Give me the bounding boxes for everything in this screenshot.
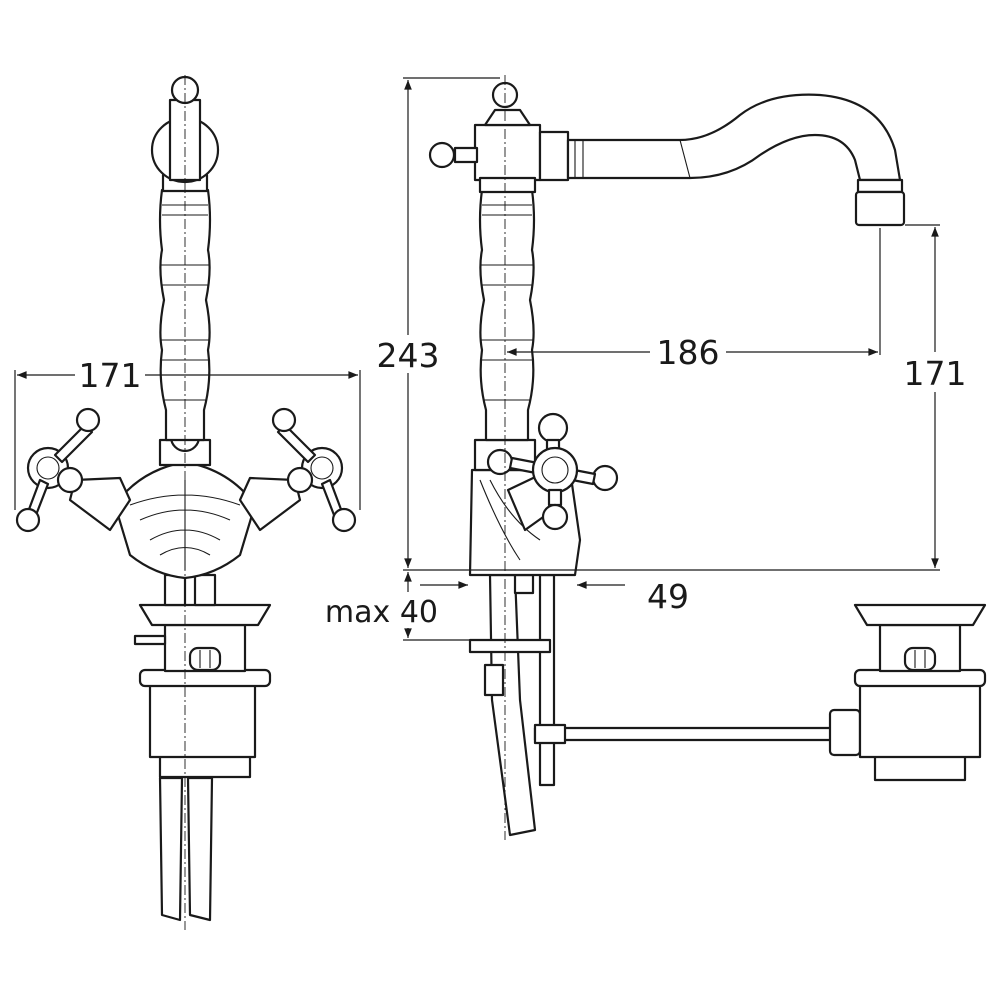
base-offset-dimension: 49 (420, 577, 689, 616)
deck-thickness-label: max 40 (325, 595, 438, 630)
spout-reach-dimension: 186 (506, 228, 881, 372)
front-view (15, 75, 357, 930)
side-view (428, 75, 987, 840)
spout-height-dimension: 171 (904, 224, 967, 569)
base-offset-label: 49 (647, 577, 689, 616)
deck-thickness-dimension: max 40 (310, 571, 470, 641)
front-width-label: 171 (79, 356, 142, 395)
spout-height-label: 171 (904, 354, 967, 393)
spout-reach-label: 186 (657, 333, 720, 372)
total-height-label: 243 (377, 336, 440, 375)
total-height-dimension: 243 (372, 77, 500, 569)
front-width-dimension: 171 (14, 355, 361, 510)
